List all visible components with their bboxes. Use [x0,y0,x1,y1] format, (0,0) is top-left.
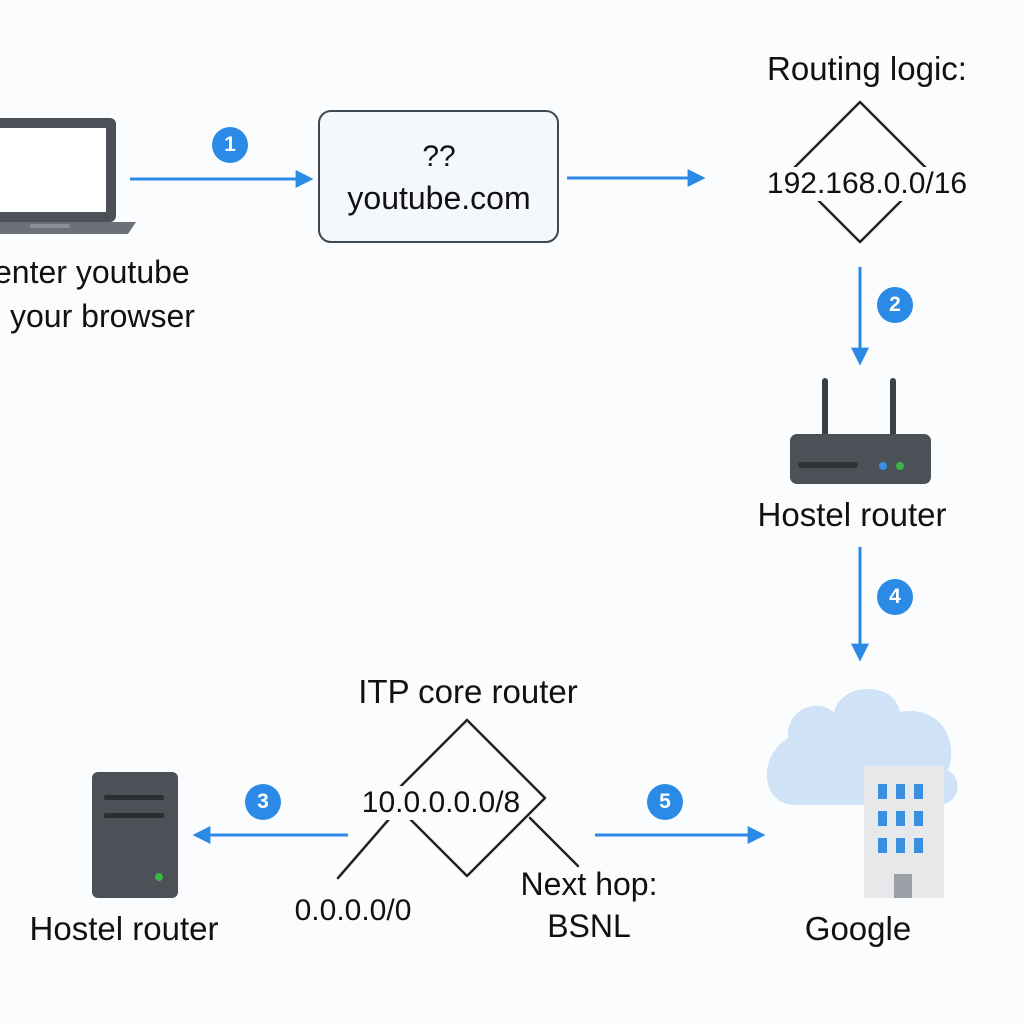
hostel-router-bottom-label: Hostel router [29,910,219,947]
next-hop-line2: BSNL [547,908,631,944]
routing-logic-title: Routing logic: [767,50,967,87]
server-icon [92,772,178,898]
step-badge-3: 3 [245,784,281,820]
dns-query-marks: ?? [422,140,456,173]
dns-query-domain: youtube.com [347,180,531,216]
step-badge-1: 1 [212,127,248,163]
laptop-icon [0,118,136,234]
step-badge-2: 2 [877,287,913,323]
core-router-title: ITP core router [358,673,578,710]
next-hop-line1: Next hop: [520,866,658,902]
core-router-subnet: 10.0.0.0.0/8 [359,786,523,820]
google-label: Google [804,910,912,947]
routing-subnet: 192.168.0.0/16 [764,167,970,201]
step-badge-4: 4 [877,579,913,615]
router-icon [790,378,931,484]
laptop-caption-line2: your browser [10,298,195,334]
dns-query-box [318,110,559,243]
step-badge-5: 5 [647,784,683,820]
laptop-caption-line1: enter youtube [0,254,190,290]
hostel-router-top-label: Hostel router [757,496,947,533]
default-route: 0.0.0.0/0 [294,894,412,927]
cloud-building-icon [766,688,958,898]
